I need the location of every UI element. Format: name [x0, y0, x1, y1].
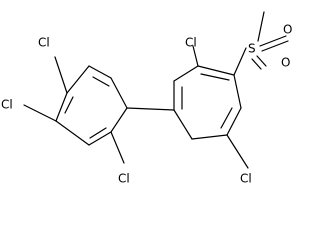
bond-right-ring-inner-2: [220, 107, 233, 129]
left-benzene-ring: [55, 65, 128, 146]
bond-left-ring-2: [110, 77, 128, 109]
sulfur-label: S: [248, 42, 256, 56]
bond-right-ring-inner-1: [200, 73, 230, 81]
bond-cl-left-top: [54, 56, 68, 94]
bond-left-ring-1: [88, 65, 112, 79]
biaryl-bond: [126, 107, 175, 111]
bond-sulfur-oxygen-upper-2: [261, 40, 289, 52]
bond-sulfur-methyl: [257, 11, 265, 42]
bond-ring-to-sulfur: [233, 47, 247, 76]
chlorine-label-left-middle: Cl: [1, 98, 13, 112]
chemical-structure-diagram: Cl Cl Cl Cl Cl S O O: [1, 11, 292, 186]
bond-sulfur-oxygen-lower-2: [251, 58, 262, 70]
bond-left-ring-inner-1: [92, 76, 110, 87]
bond-left-ring-3: [110, 107, 128, 133]
bond-cl-right-bottom: [226, 134, 249, 169]
bond-cl-right-top: [192, 45, 199, 67]
bond-sulfur-oxygen-upper-1: [259, 35, 287, 47]
chlorine-label-left-bottom: Cl: [118, 172, 130, 186]
chlorine-label-right-bottom: Cl: [240, 172, 252, 186]
oxygen-label-lower: O: [281, 56, 290, 70]
bond-left-ring-7: [66, 65, 90, 94]
chlorine-label-right-top: Cl: [185, 36, 197, 50]
bond-right-ring-6: [173, 109, 193, 140]
bond-cl-left-middle: [23, 104, 57, 122]
bond-left-ring-inner-3: [64, 96, 74, 114]
bond-left-ring-5: [55, 120, 90, 146]
oxygen-label-upper: O: [283, 23, 292, 37]
bond-right-ring-4: [226, 107, 242, 136]
bond-right-ring-3: [233, 74, 242, 109]
bond-left-ring-inner-2: [89, 127, 107, 139]
bond-right-ring-2: [197, 65, 235, 76]
chlorine-label-left-top: Cl: [38, 36, 50, 50]
bond-right-ring-5: [191, 134, 228, 140]
bond-right-ring-1: [173, 65, 199, 82]
bond-cl-left-bottom: [110, 131, 125, 164]
right-benzene-ring: [173, 65, 242, 140]
bond-sulfur-oxygen-lower-1: [256, 55, 267, 67]
bond-left-ring-6: [55, 92, 68, 122]
bond-left-ring-4: [88, 131, 112, 146]
